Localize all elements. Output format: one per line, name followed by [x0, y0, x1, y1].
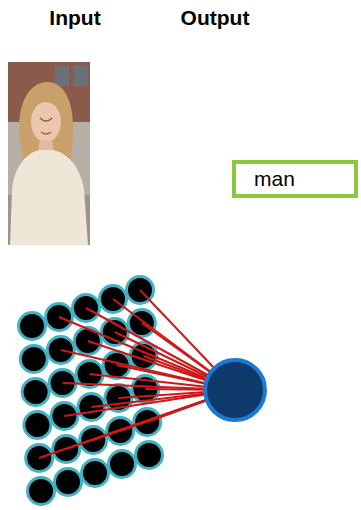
photo-window	[55, 66, 69, 86]
input-photo	[8, 62, 90, 245]
photo-face	[31, 102, 61, 142]
neuron-network	[19, 277, 266, 505]
input-neuron	[19, 313, 46, 340]
photo-mouth	[41, 132, 51, 134]
input-neuron	[136, 442, 163, 469]
output-box: man	[232, 160, 358, 198]
input-neuron	[82, 460, 109, 487]
output-neuron	[205, 360, 265, 420]
input-neuron	[22, 379, 49, 406]
input-neuron	[55, 469, 82, 496]
photo-sweater	[10, 150, 88, 245]
photo-window	[74, 66, 88, 86]
input-neuron	[109, 451, 136, 478]
class-label: man	[254, 167, 295, 191]
input-neuron	[28, 478, 55, 505]
input-neuron	[20, 346, 47, 373]
photo-eyes	[40, 118, 52, 121]
input-neuron	[24, 412, 51, 439]
column-heading: Output	[181, 6, 250, 30]
column-heading: Input	[49, 6, 100, 30]
photo-background	[8, 62, 90, 245]
